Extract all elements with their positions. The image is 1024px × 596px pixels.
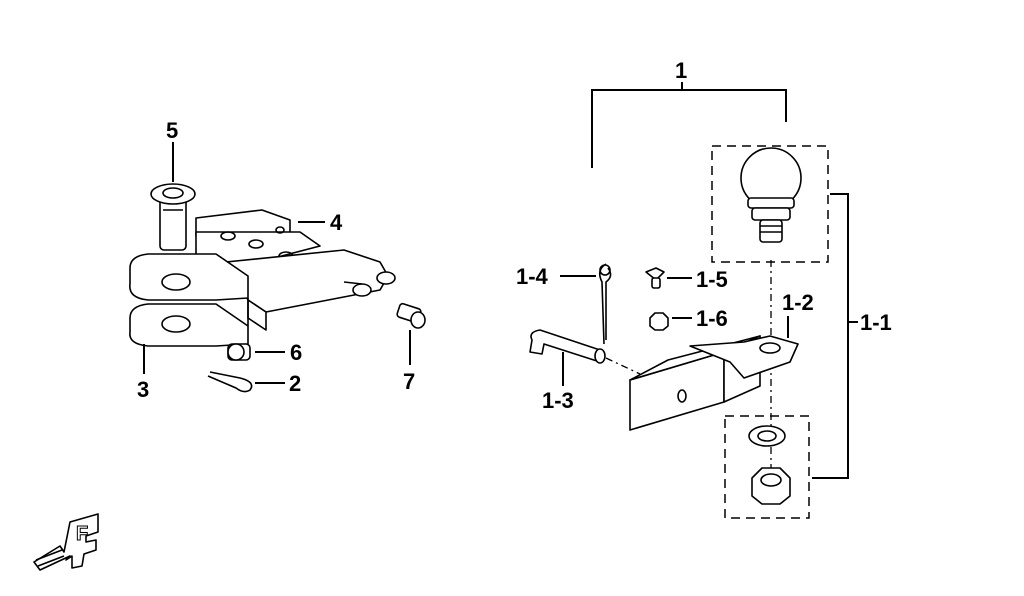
clip-part-2 [207,371,253,393]
callout-5: 5 [166,118,178,143]
wing-bolt-part-1-5 [645,267,665,289]
group-1-1-bracket [812,193,849,479]
callout-1-2: 1-2 [782,290,814,315]
leader-lines-right [560,275,789,386]
callout-1-6: 1-6 [696,306,728,331]
callout-3: 3 [137,377,149,402]
hitch-body [225,249,396,331]
pin-axis-line [605,357,641,375]
callout-4: 4 [330,210,343,235]
nut-group-box [724,415,810,519]
callout-1-4: 1-4 [516,264,549,289]
clevis-plate-part-3 [129,253,249,347]
callout-7: 7 [403,369,415,394]
group-1-bracket [591,89,787,168]
hitch-bracket-assembly [129,183,426,393]
callout-1-5: 1-5 [696,267,728,292]
bolt-part-7 [396,302,426,329]
ball-group-box [711,145,829,263]
bolt-part-6 [227,343,251,361]
forward-direction-marker: F [33,513,99,571]
callout-1-3: 1-3 [542,388,574,413]
callout-1-1: 1-1 [860,310,892,335]
lock-pin-part-5 [150,183,196,251]
callout-1: 1 [675,58,687,83]
lock-washer [748,425,786,447]
ball-mount-part-1-2 [629,335,799,431]
direction-letter: F [76,523,88,545]
callout-2: 2 [289,371,301,396]
clip-part-1-4 [598,263,612,345]
hitch-ball-part-1-1 [740,147,802,243]
callout-6: 6 [290,340,302,365]
nut-part-1-6 [649,312,669,331]
top-plate-part-4 [195,209,321,271]
hex-nut [751,467,791,505]
leader-lines-left [143,142,411,384]
hitch-pin-part-1-3 [529,329,606,364]
